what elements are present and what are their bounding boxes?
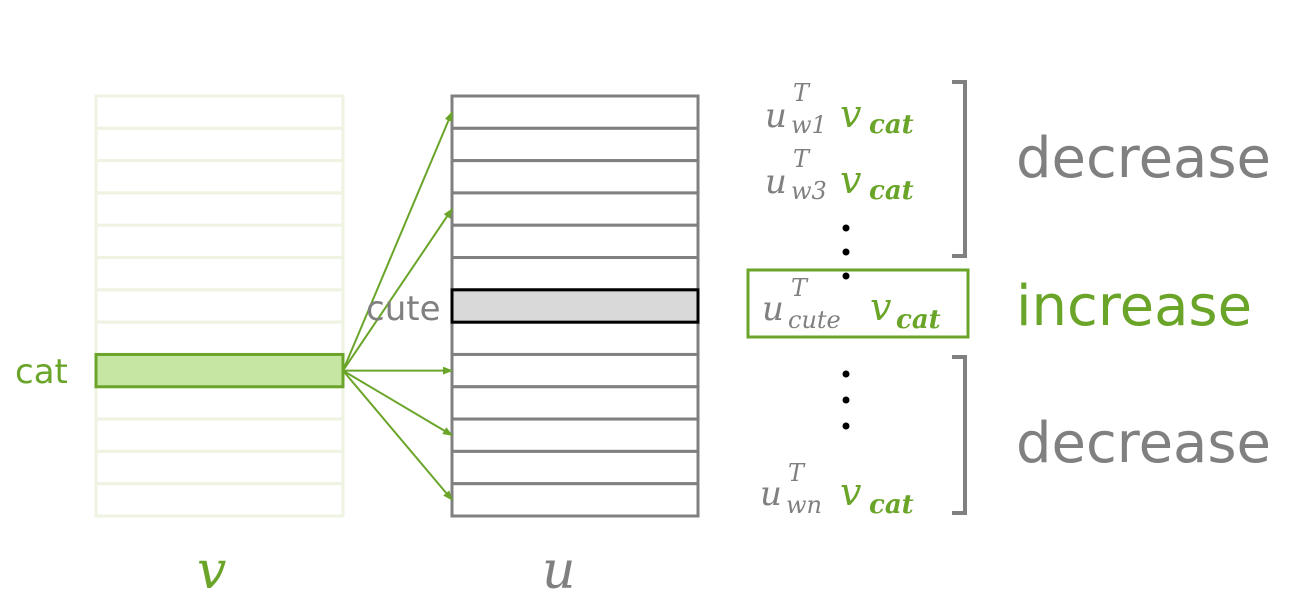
u-matrix-row xyxy=(450,320,700,356)
v-matrix-row xyxy=(94,482,345,518)
u-matrix-row xyxy=(450,191,700,227)
ellipsis-dots-lower xyxy=(842,370,850,430)
v-matrix-row xyxy=(94,385,345,421)
u-matrix-row xyxy=(450,256,700,292)
svg-text:w3: w3 xyxy=(791,177,827,205)
svg-text:T: T xyxy=(788,459,806,487)
decrease-label-top: decrease xyxy=(1016,126,1271,191)
svg-text:T: T xyxy=(791,274,809,302)
term-w1: u T w1 v cat xyxy=(765,79,914,140)
u-matrix-row xyxy=(450,159,700,195)
svg-text:u: u xyxy=(765,96,787,136)
u-matrix-highlight-row xyxy=(450,288,700,324)
arrow xyxy=(342,111,453,372)
arrow xyxy=(342,208,453,372)
u-matrix-row xyxy=(450,417,700,453)
v-matrix-label: v xyxy=(197,541,226,601)
v-matrix xyxy=(94,94,345,518)
arrow xyxy=(342,369,453,437)
svg-text:v: v xyxy=(840,470,862,514)
u-matrix-row xyxy=(450,352,700,389)
v-matrix-row xyxy=(94,126,345,163)
u-matrix xyxy=(450,94,700,518)
svg-text:T: T xyxy=(793,145,811,173)
u-matrix-row xyxy=(450,126,700,163)
svg-text:v: v xyxy=(840,158,862,202)
u-matrix-row xyxy=(450,482,700,518)
decrease-label-bottom: decrease xyxy=(1016,411,1271,476)
ellipsis-dots-upper xyxy=(842,224,850,280)
v-matrix-row xyxy=(94,288,345,324)
svg-text:w1: w1 xyxy=(791,111,827,139)
v-matrix-row xyxy=(94,417,345,453)
svg-text:u: u xyxy=(765,162,787,202)
v-matrix-row xyxy=(94,159,345,195)
svg-text:u: u xyxy=(762,289,784,329)
u-matrix-row xyxy=(450,449,700,486)
cute-row-label: cute xyxy=(366,289,441,329)
u-matrix-row xyxy=(450,385,700,421)
svg-text:cat: cat xyxy=(896,305,941,335)
v-matrix-row xyxy=(94,94,345,130)
v-matrix-frame xyxy=(94,94,345,518)
svg-text:cat: cat xyxy=(869,176,914,206)
svg-text:v: v xyxy=(840,92,862,136)
increase-label: increase xyxy=(1016,274,1252,339)
u-matrix-row xyxy=(450,223,700,260)
u-matrix-label: u xyxy=(542,541,576,601)
cat-row-label: cat xyxy=(15,352,68,392)
term-cute: u T cute v cat xyxy=(746,268,970,339)
u-matrix-row xyxy=(450,94,700,130)
svg-text:v: v xyxy=(870,285,892,329)
v-matrix-highlight-row xyxy=(94,352,345,389)
svg-text:T: T xyxy=(793,79,811,107)
svg-text:cat: cat xyxy=(869,490,914,520)
svg-text:wn: wn xyxy=(786,491,822,519)
v-matrix-row xyxy=(94,256,345,292)
arrows xyxy=(342,111,453,501)
cute-term-box xyxy=(746,268,970,339)
v-matrix-row xyxy=(94,320,345,356)
svg-text:u: u xyxy=(760,474,782,514)
v-matrix-row xyxy=(94,223,345,260)
bracket-bottom xyxy=(952,355,967,515)
arrow xyxy=(342,369,453,501)
term-w3: u T w3 v cat xyxy=(765,145,914,206)
bracket-top xyxy=(952,80,967,258)
svg-text:cat: cat xyxy=(869,110,914,140)
v-matrix-row xyxy=(94,191,345,227)
v-matrix-row xyxy=(94,449,345,486)
term-wn: u T wn v cat xyxy=(760,459,914,520)
svg-text:cute: cute xyxy=(788,306,841,334)
